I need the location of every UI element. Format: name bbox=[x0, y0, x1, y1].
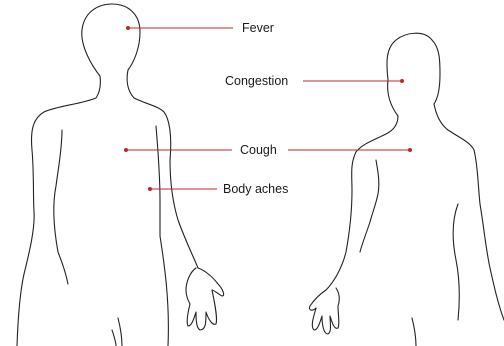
female-body-outline bbox=[309, 33, 504, 346]
leaders bbox=[124, 26, 412, 191]
labels: Fever Congestion Cough Body aches bbox=[223, 21, 288, 196]
cough-label: Cough bbox=[240, 143, 277, 157]
congestion-label: Congestion bbox=[225, 74, 288, 88]
body-aches-label: Body aches bbox=[223, 182, 288, 196]
male-body-outline bbox=[17, 4, 224, 346]
fever-label: Fever bbox=[242, 21, 274, 35]
